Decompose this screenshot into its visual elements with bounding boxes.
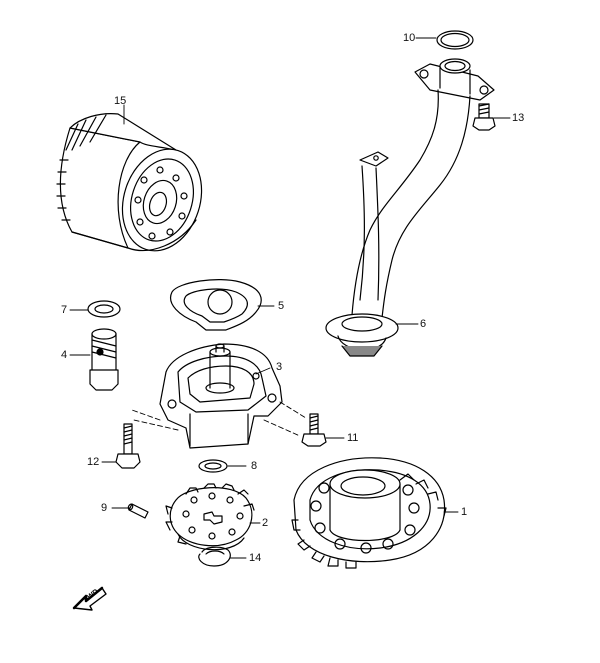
callout-15: 15 [114,95,127,107]
fwd-arrow-icon: FWD [72,586,107,611]
bolt-11-part [301,413,327,447]
callout-2: 2 [262,517,269,529]
callout-6: 6 [420,318,427,330]
oil-strainer-housing-part [159,343,283,449]
callout-9: 9 [101,502,108,514]
callout-10: 10 [403,32,416,44]
callout-4: 4 [61,349,68,361]
oil-strainer-pipe-part [325,58,495,357]
union-bolt-part [89,328,119,391]
oil-pump-rotor-gear-part [165,483,255,551]
washer-7-part [87,300,121,318]
oil-filter-part [56,113,203,252]
callout-5: 5 [278,300,285,312]
circlip-part [198,546,231,567]
washer-8-part [198,459,228,473]
bolt-13-part [472,103,496,131]
bolt-12-part [115,423,141,469]
callout-14: 14 [249,552,262,564]
callout-12: 12 [87,456,100,468]
oil-pump-part [291,457,447,569]
gasket-part [170,279,262,331]
callout-3: 3 [276,361,283,373]
leader-lines [69,37,511,559]
callout-1: 1 [461,506,468,518]
assembly-guide-lines [131,401,307,437]
callout-13: 13 [512,112,525,124]
callout-11: 11 [347,432,359,444]
callout-8: 8 [251,460,258,472]
callout-7: 7 [61,304,68,316]
pin-part [127,503,149,519]
o-ring-part [436,30,474,50]
